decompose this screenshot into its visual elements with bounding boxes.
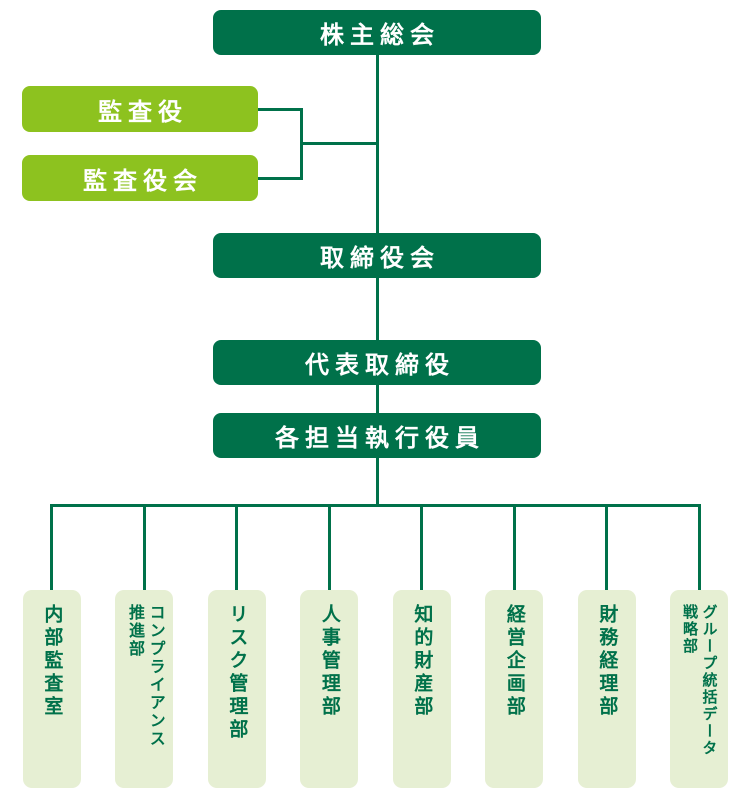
dept-internal-audit-office: 内部監査室 [22,590,81,788]
node-representative-director-label: 代表取締役 [305,352,455,379]
dept-compliance-promotion: コンプライアンス 推進部 [115,590,173,788]
node-executive-officers: 各担当執行役員 [213,413,541,458]
dept-group-data-strategy: グループ統括データ 戦略部 [670,590,728,788]
dept-hr-management: 人事管理部 [300,590,358,788]
node-representative-director: 代表取締役 [213,340,541,385]
drop-line-1 [50,504,53,591]
department-rail [50,504,700,507]
drop-line-3 [235,504,238,591]
dept-internal-audit-office-label: 内部監査室 [41,604,63,719]
dept-finance-accounting-label: 財務経理部 [596,604,618,719]
drop-line-6 [512,504,516,591]
node-board-of-directors: 取締役会 [213,233,541,278]
dept-intellectual-property-label: 知的財産部 [411,604,433,719]
dept-compliance-promotion-label: コンプライアンス 推進部 [126,604,164,748]
drop-line-2 [142,504,146,591]
auditor-branch-bottom [258,176,303,180]
drop-line-7 [605,504,608,591]
node-shareholders-meeting-label: 株主総会 [320,22,440,49]
trunk-line-3 [375,385,379,414]
dept-corporate-planning: 経営企画部 [485,590,543,788]
auditor-branch-top [258,107,303,111]
drop-line-4 [327,504,331,591]
node-audit-board-label: 監査役会 [83,167,203,195]
node-executive-officers-label: 各担当執行役員 [275,425,485,452]
drop-line-5 [420,504,423,591]
node-shareholders-meeting: 株主総会 [213,10,541,55]
dept-intellectual-property: 知的財産部 [392,590,451,788]
dept-risk-management: リスク管理部 [207,590,266,788]
node-audit-board: 監査役会 [22,155,258,201]
node-auditor: 監査役 [22,86,258,132]
dept-group-data-strategy-label: グループ統括データ 戦略部 [681,604,718,757]
trunk-line-2 [375,278,379,341]
dept-risk-management-label: リスク管理部 [226,604,248,742]
node-auditor-label: 監査役 [98,98,188,126]
drop-line-8 [697,504,701,591]
trunk-line-4 [375,457,379,507]
auditor-bracket-to-trunk [300,142,378,145]
dept-finance-accounting: 財務経理部 [577,590,636,788]
dept-corporate-planning-label: 経営企画部 [503,604,525,719]
dept-hr-management-label: 人事管理部 [318,604,340,719]
node-board-of-directors-label: 取締役会 [320,245,440,272]
